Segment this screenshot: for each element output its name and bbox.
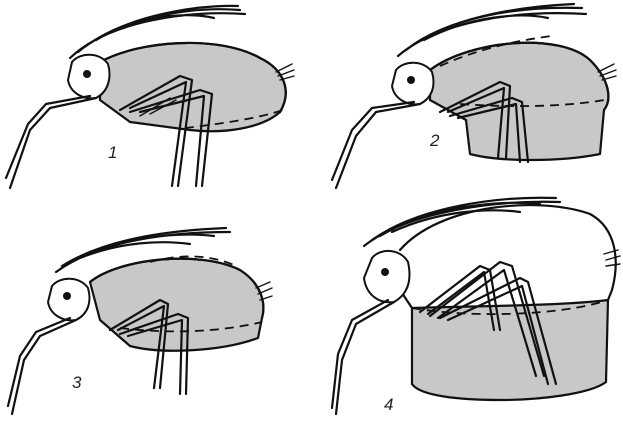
panel-3-eye	[63, 292, 71, 300]
panel-4-eye	[381, 268, 389, 276]
panel-3-label: 3	[72, 373, 82, 392]
panel-1-antenna	[6, 96, 96, 188]
panel-1-eye	[83, 70, 91, 78]
panel-1: 1	[6, 6, 294, 188]
panel-4: 4	[332, 198, 620, 414]
panel-2-label: 2	[429, 131, 440, 150]
panel-4-cerci	[604, 250, 620, 266]
panel-1-label: 1	[108, 143, 117, 162]
panel-3-abdomen	[90, 259, 263, 351]
panel-4-head	[364, 251, 409, 302]
panel-2-antenna	[332, 102, 420, 188]
panel-2: 2	[332, 4, 616, 188]
panel-3: 3	[8, 228, 272, 414]
panel-2-eye	[407, 76, 415, 84]
panel-4-label: 4	[384, 395, 393, 414]
panel-3-antenna	[8, 318, 76, 414]
